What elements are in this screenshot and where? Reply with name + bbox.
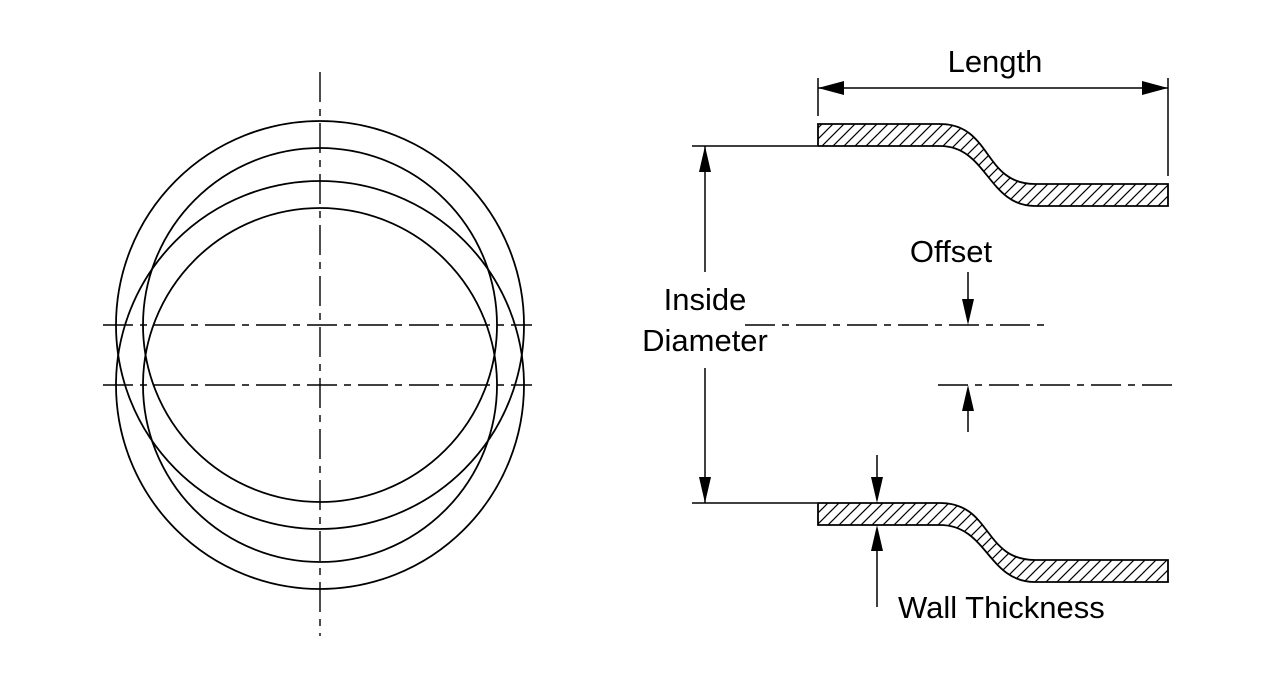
inner-circle-top-end xyxy=(142,147,498,503)
id-arrow-top xyxy=(699,146,711,172)
offset-arrow-down xyxy=(962,299,974,325)
dimension-offset: Offset xyxy=(910,234,993,432)
offset-arrow-up xyxy=(962,385,974,411)
inside-diameter-label-line2: Diameter xyxy=(642,323,768,358)
inner-circle-bottom-end xyxy=(142,207,498,563)
dimension-length: Length xyxy=(817,44,1169,176)
top-wall-section xyxy=(817,123,1169,207)
length-arrow-left xyxy=(818,81,844,95)
inside-diameter-label-line1: Inside xyxy=(664,282,747,317)
offset-label: Offset xyxy=(910,234,993,269)
length-arrow-right xyxy=(1142,81,1168,95)
outer-circle-bottom-end xyxy=(115,180,525,590)
bottom-wall-section xyxy=(817,502,1169,583)
side-section-view xyxy=(745,123,1175,583)
front-view xyxy=(103,72,532,636)
outer-circle-top-end xyxy=(115,120,525,530)
wall-thickness-label: Wall Thickness xyxy=(898,590,1105,625)
wall-thickness-arrow-up xyxy=(871,525,883,551)
length-label: Length xyxy=(948,44,1043,79)
wall-thickness-arrow-down xyxy=(871,477,883,503)
id-arrow-bottom xyxy=(699,477,711,503)
dimension-inside-diameter: Inside Diameter xyxy=(642,145,817,504)
dimension-wall-thickness: Wall Thickness xyxy=(871,455,1105,625)
